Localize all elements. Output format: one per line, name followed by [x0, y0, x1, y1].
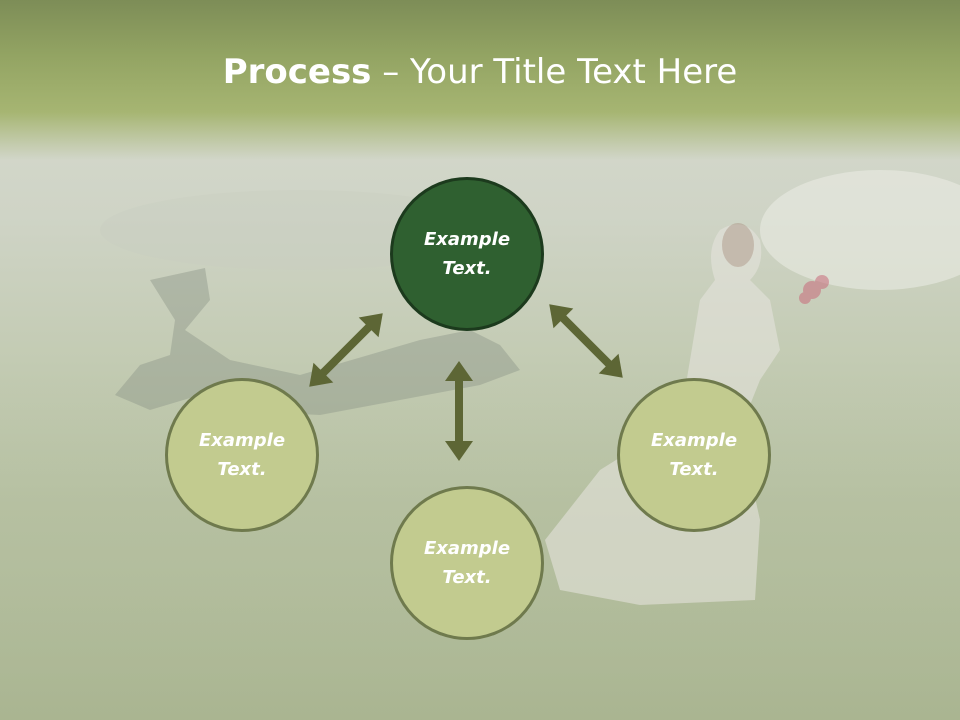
node-right-line2: Text.	[669, 459, 719, 480]
header-band	[0, 0, 960, 160]
double-arrow-diagonal-left-icon	[309, 313, 383, 387]
slide-title: Process – Your Title Text Here	[0, 52, 960, 92]
title-bold: Process	[222, 52, 372, 92]
process-node-bottom[interactable]: Example Text.	[390, 486, 544, 640]
node-bottom-line2: Text.	[442, 567, 492, 588]
node-top-line2: Text.	[442, 258, 492, 279]
double-arrow-diagonal-right-icon	[549, 304, 623, 378]
bouquet-silhouette	[799, 275, 829, 304]
process-node-left[interactable]: Example Text.	[165, 378, 319, 532]
node-right-line1: Example	[650, 430, 738, 451]
title-regular: – Your Title Text Here	[371, 52, 738, 92]
process-node-top[interactable]: Example Text.	[390, 177, 544, 331]
double-arrow-vertical-icon	[445, 361, 473, 461]
node-left-line1: Example	[198, 430, 286, 451]
process-node-right[interactable]: Example Text.	[617, 378, 771, 532]
node-left-line2: Text.	[217, 459, 267, 480]
node-bottom-line1: Example	[423, 538, 511, 559]
groom-silhouette	[115, 268, 520, 415]
node-top-line1: Example	[423, 229, 511, 250]
